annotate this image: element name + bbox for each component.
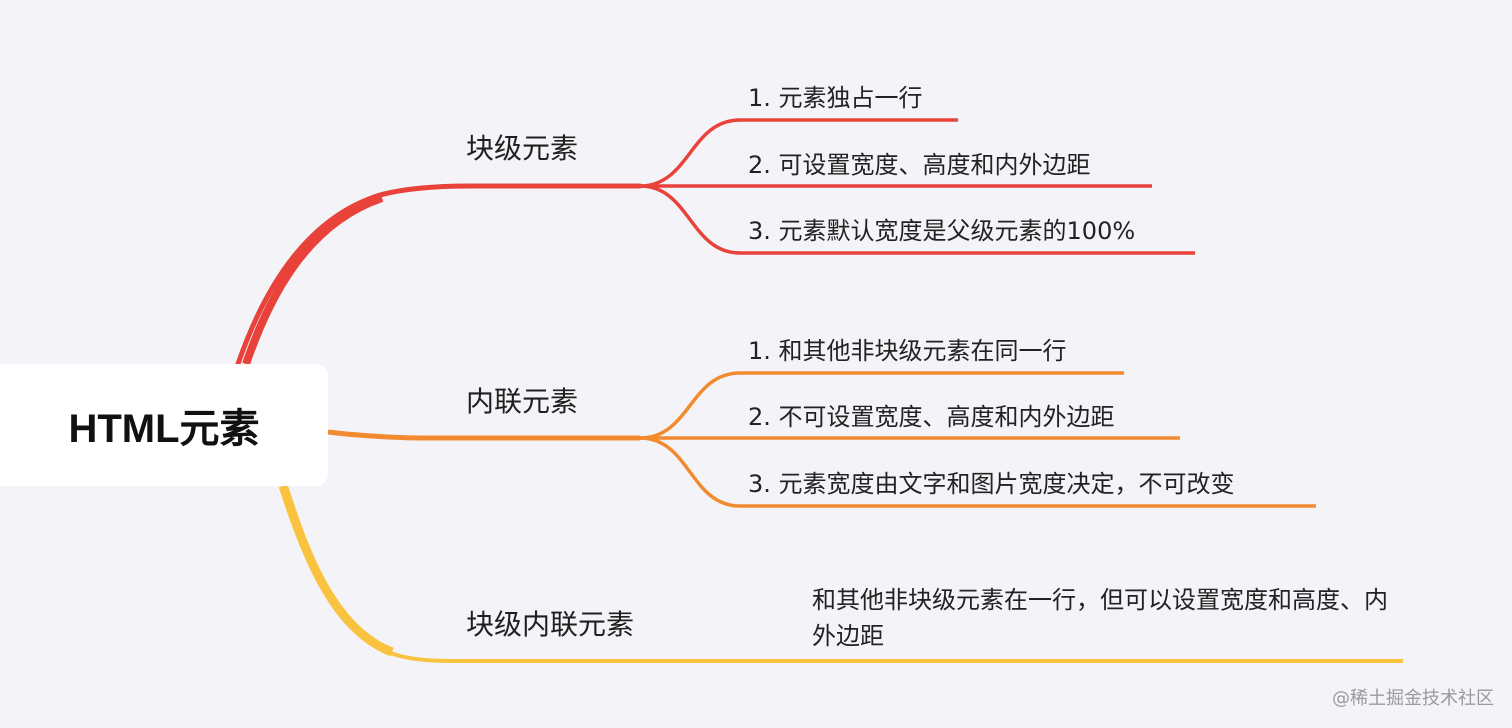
root-node[interactable]: HTML元素 [0, 364, 328, 486]
leaf-inline-3[interactable]: 3. 元素宽度由文字和图片宽度决定，不可改变 [748, 470, 1235, 498]
root-label: HTML元素 [68, 407, 260, 451]
branch-connector-inline [327, 429, 640, 441]
branch-inline-elements[interactable]: 内联元素 [466, 385, 579, 418]
leaf-connector-inline-3 [639, 436, 1316, 508]
leaf-block-1[interactable]: 1. 元素独占一行 [748, 84, 923, 112]
leaf-inline-2[interactable]: 2. 不可设置宽度、高度和内外边距 [748, 403, 1115, 431]
leaf-inline-block-1[interactable]: 和其他非块级元素在一行，但可以设置宽度和高度、内外边距 [812, 586, 1388, 650]
branch-inline-block-elements[interactable]: 块级内联元素 [466, 608, 635, 641]
branch-block-elements[interactable]: 块级元素 [466, 132, 579, 165]
leaf-connector-block-3 [639, 184, 1195, 255]
branch-connector-block [235, 183, 643, 367]
leaf-inline-1[interactable]: 1. 和其他非块级元素在同一行 [748, 337, 1067, 365]
watermark: @稀土掘金技术社区 [1332, 688, 1494, 709]
leaf-block-2[interactable]: 2. 可设置宽度、高度和内外边距 [748, 151, 1091, 179]
leaf-block-3[interactable]: 3. 元素默认宽度是父级元素的100% [748, 217, 1136, 245]
leaf-connector-block-1 [639, 118, 958, 188]
leaf-connector-inline-1 [639, 371, 1124, 440]
